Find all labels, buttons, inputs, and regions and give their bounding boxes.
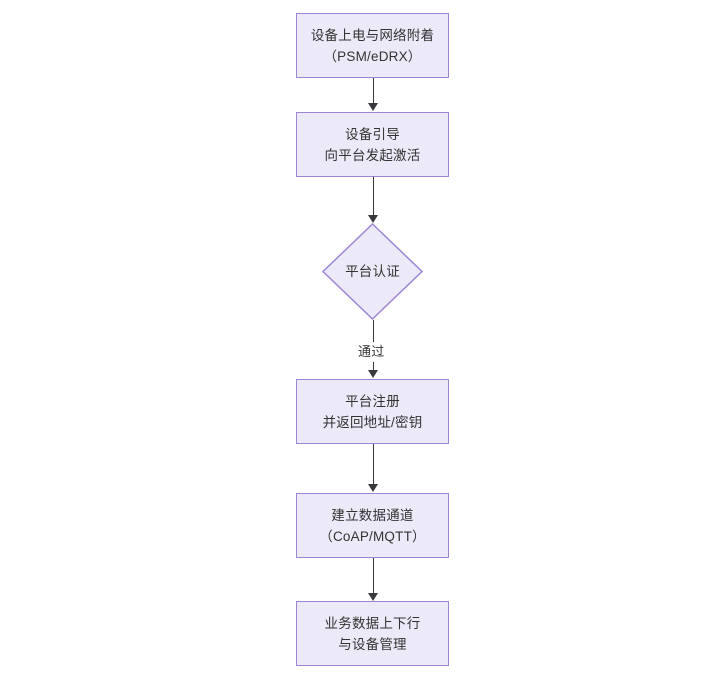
flow-node-bootstrap-line2: 向平台发起激活: [324, 147, 421, 163]
flow-node-service-data-line2: 与设备管理: [338, 636, 407, 652]
flow-node-data-channel[interactable]: 建立数据通道 （CoAP/MQTT）: [296, 493, 449, 558]
flow-node-data-channel-line2: （CoAP/MQTT）: [319, 528, 426, 544]
flow-node-data-channel-line1: 建立数据通道: [331, 507, 414, 523]
flow-node-power-on[interactable]: 设备上电与网络附着 （PSM/eDRX）: [296, 13, 449, 78]
flow-node-platform-register-line2: 并返回地址/密钥: [322, 414, 423, 430]
flow-node-power-on-line2: （PSM/eDRX）: [323, 48, 422, 64]
flow-connector-5-arrowhead: [368, 593, 378, 601]
diamond-shape-icon: [322, 223, 423, 320]
flow-connector-4-arrowhead: [368, 484, 378, 492]
flow-connector-3-arrowhead: [368, 370, 378, 378]
flow-connector-1-arrowhead: [368, 103, 378, 111]
flow-node-platform-register-line1: 平台注册: [345, 393, 400, 409]
flow-node-platform-auth-label: 平台认证: [345, 264, 400, 279]
flow-node-bootstrap-line1: 设备引导: [345, 126, 400, 142]
flow-connector-4-line: [372, 444, 374, 485]
flow-connector-2-line: [372, 177, 374, 216]
flow-node-power-on-line1: 设备上电与网络附着: [310, 27, 435, 43]
flow-node-service-data-line1: 业务数据上下行: [324, 615, 421, 631]
flow-node-service-data[interactable]: 业务数据上下行 与设备管理: [296, 601, 449, 666]
flow-connector-1-line: [372, 78, 374, 104]
flow-node-platform-auth[interactable]: 平台认证: [322, 223, 423, 320]
flow-connector-2-arrowhead: [368, 215, 378, 223]
flow-connector-5-line: [372, 558, 374, 594]
flow-edge-label-pass: 通过: [355, 342, 388, 362]
flow-node-platform-register[interactable]: 平台注册 并返回地址/密钥: [296, 379, 449, 444]
flow-node-bootstrap[interactable]: 设备引导 向平台发起激活: [296, 112, 449, 177]
